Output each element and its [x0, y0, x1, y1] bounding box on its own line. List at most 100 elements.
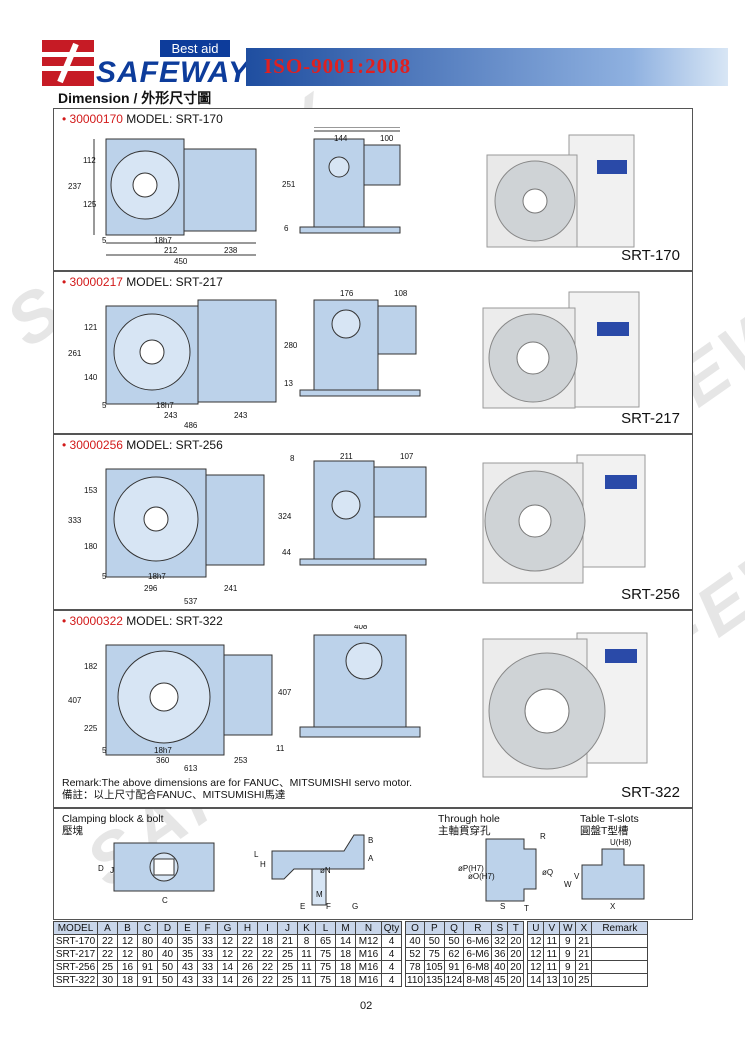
table-cell: 25: [277, 960, 298, 974]
table-cell: 32: [491, 934, 509, 948]
part-number: • 30000217: [62, 275, 123, 289]
dim-s2: 100: [380, 134, 394, 143]
table-cell: 4: [381, 947, 402, 961]
svg-text:M: M: [316, 890, 323, 899]
table-cell: 12: [527, 960, 545, 974]
table-cell: 78: [405, 960, 425, 974]
svg-text:W: W: [564, 880, 572, 889]
table-cell: 11: [297, 947, 316, 961]
svg-text:T: T: [524, 904, 529, 913]
table-cell: 22: [257, 973, 278, 987]
page-title: Dimension / 外形尺寸圖: [58, 90, 212, 106]
panel-heading: • 30000322 MODEL: SRT-322: [62, 614, 223, 628]
drawing-front-side: 360 253 613 18h7 182 225 407 407 408 11 …: [68, 625, 421, 773]
table-cell: 35: [177, 934, 198, 948]
table-cell: 12: [527, 934, 545, 948]
table-cell: 25: [97, 960, 118, 974]
brand-name: SAFEWAY: [96, 56, 250, 89]
model-label: SRT-217: [621, 410, 680, 427]
dim-a: 212: [164, 246, 178, 255]
dim-t: 18h7: [154, 236, 172, 245]
dim-base: 5: [102, 401, 107, 410]
table-cell: 22: [257, 947, 278, 961]
dim-h3: 261: [68, 349, 82, 358]
table-cell: 25: [277, 973, 298, 987]
table-cell: 35: [177, 947, 198, 961]
table-cell: 12: [117, 934, 138, 948]
table-cell: 80: [137, 947, 158, 961]
table-cell: 91: [443, 960, 465, 974]
panel-heading: • 30000217 MODEL: SRT-217: [62, 275, 223, 289]
svg-text:øQ: øQ: [542, 868, 553, 877]
table-cell: 8-M8: [463, 973, 493, 987]
svg-text:X: X: [610, 902, 616, 911]
model-name: MODEL: SRT-322: [126, 614, 223, 628]
dim-b: 241: [224, 584, 238, 593]
dim-side-w: 244: [348, 127, 362, 128]
table-cell: M16: [355, 947, 382, 961]
svg-text:R: R: [540, 832, 546, 841]
table-cell: 135: [423, 973, 445, 987]
model-name: MODEL: SRT-256: [126, 438, 223, 452]
table-cell: 18: [257, 934, 278, 948]
table-cell: 124: [443, 973, 465, 987]
dim-h3: 407: [68, 696, 82, 705]
table-cell: 6-M8: [463, 960, 493, 974]
table-cell: 12: [217, 947, 238, 961]
product-photo: [482, 454, 646, 584]
tagline: Best aid: [160, 40, 230, 57]
table-cell: 9: [559, 960, 577, 974]
iso-banner: ISO-9001:2008: [246, 48, 728, 86]
dim-side-h: 251: [282, 180, 296, 189]
table-cell: 4: [381, 960, 402, 974]
table-cell: 4: [381, 973, 402, 987]
table-cell: 40: [405, 934, 425, 948]
dim-b: 243: [234, 411, 248, 420]
dim-h3: 333: [68, 516, 82, 525]
table-cell: 11: [297, 973, 316, 987]
dim-g: 6: [284, 224, 289, 233]
dim-side-w: 318: [364, 449, 378, 450]
dim-g: 44: [282, 548, 291, 557]
table-cell: 33: [197, 934, 218, 948]
svg-text:øN: øN: [320, 866, 331, 875]
dim-base: 5: [102, 236, 107, 245]
table-cell: 33: [197, 947, 218, 961]
dim-g: 11: [276, 744, 285, 753]
remark-en: Remark:The above dimensions are for FANU…: [62, 777, 413, 789]
part-number: • 30000256: [62, 438, 123, 452]
page-number: 02: [360, 1000, 373, 1012]
remark: Remark:The above dimensions are for FANU…: [62, 777, 412, 801]
logo-icon: [42, 40, 94, 86]
dim-top: 8: [290, 454, 295, 463]
model-panel-srt-217: • 30000217 MODEL: SRT-217 243 243 486 18…: [53, 271, 693, 434]
table-cell: 10: [559, 973, 577, 987]
table-cell: 14: [217, 960, 238, 974]
detail-svg: D J C L H A B øN M E F G øP(H7) øO(H7) ø…: [98, 832, 645, 913]
table-cell: 21: [575, 960, 593, 974]
model-panel-srt-170: • 30000170 MODEL: SRT-170 212 238 450 18…: [53, 108, 693, 271]
model-label: SRT-256: [621, 586, 680, 603]
table-cell: 75: [315, 960, 336, 974]
table-cell: 50: [157, 973, 178, 987]
table-cell: 18: [117, 973, 138, 987]
dim-s1: 211: [340, 452, 353, 461]
dim-h2: 140: [84, 373, 98, 382]
model-panel-srt-322: • 30000322 MODEL: SRT-322 360 253 613 18…: [53, 610, 693, 808]
table-cell: M12: [355, 934, 382, 948]
table-cell: [591, 947, 649, 961]
dim-side-h: 324: [278, 512, 292, 521]
table-cell: 11: [297, 960, 316, 974]
table-cell: SRT-217: [53, 947, 98, 961]
table-cell: 4: [381, 934, 402, 948]
dim-side-h: 280: [284, 341, 298, 350]
table-cell: 30: [97, 973, 118, 987]
table-cell: 33: [197, 973, 218, 987]
dim-s1: 176: [340, 289, 354, 298]
model-label: SRT-322: [621, 784, 680, 801]
table-cell: 26: [237, 960, 258, 974]
